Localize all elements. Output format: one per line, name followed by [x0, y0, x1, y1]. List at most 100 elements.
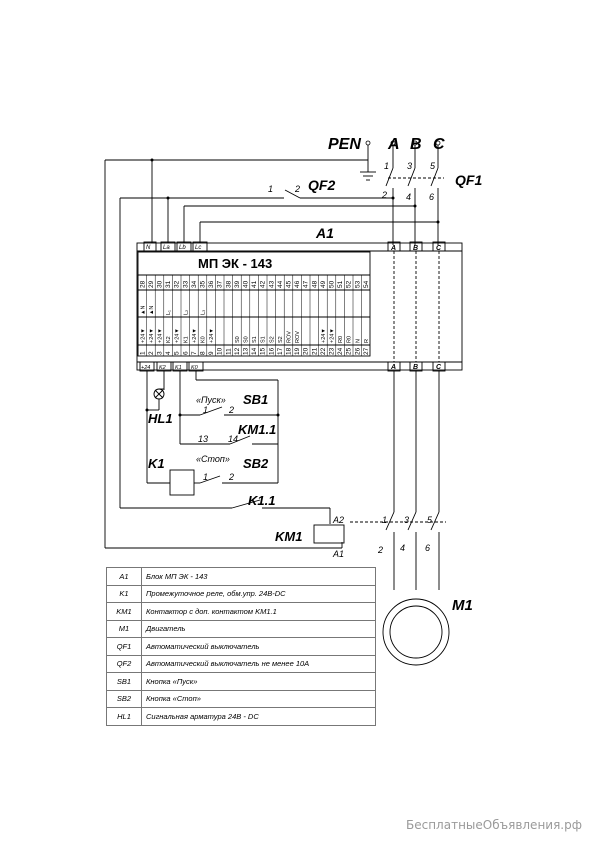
terminal-number-upper: 33: [182, 280, 189, 288]
km1-pin-6: 6: [425, 543, 430, 553]
terminal-number-lower: 14: [251, 347, 258, 355]
km1-pin-1: 1: [382, 515, 387, 525]
terminal-number-upper: 35: [200, 280, 207, 288]
terminal-number-lower: 26: [354, 347, 361, 355]
terminal-number-lower: 23: [329, 347, 336, 355]
legend-code: QF1: [106, 637, 142, 656]
terminal-number-lower: 12: [234, 347, 241, 355]
terminal-mark-upper: ▲N: [149, 306, 155, 315]
terminal-n: N: [146, 245, 151, 251]
sb2-label: SB2: [243, 456, 269, 471]
terminal-mark-lower: N: [355, 339, 361, 343]
qf1-pin-4: 4: [406, 192, 411, 202]
terminal-c-bottom: C: [436, 364, 442, 371]
km1-a2: A2: [332, 515, 344, 525]
terminal-mark-lower: +24▼: [158, 328, 164, 343]
terminal-number-upper: 28: [139, 280, 146, 288]
hl1-label: HL1: [148, 411, 173, 426]
terminal-mark-lower: +24▼: [330, 328, 336, 343]
terminal-mark-upper: L₃: [201, 310, 207, 315]
terminal-number-upper: 53: [354, 280, 361, 288]
qf1-pin-1: 1: [384, 161, 389, 171]
terminal-number-lower: 7: [191, 351, 198, 355]
terminal-mark-lower: ROV: [287, 331, 293, 343]
pen-label: PEN: [328, 136, 361, 153]
terminal-number-lower: 27: [363, 347, 370, 355]
legend-code: HL1: [106, 707, 142, 726]
legend-code: KM1: [106, 602, 142, 621]
legend-code: SB2: [106, 689, 142, 708]
qf1-pin-6: 6: [429, 192, 434, 202]
terminal-number-lower: 1: [139, 351, 146, 355]
terminal-b-bottom: B: [413, 364, 418, 371]
terminal-number-lower: 10: [217, 347, 224, 355]
km11-pin13: 13: [198, 434, 208, 444]
terminal-number-lower: 25: [346, 347, 353, 355]
legend-code: M1: [106, 619, 142, 638]
terminal-mark-lower: +24▼: [175, 328, 181, 343]
terminal-number-lower: 11: [225, 348, 232, 355]
terminal-number-upper: 32: [174, 280, 181, 288]
legend-description: Автоматический выключатель не менее 10А: [141, 654, 376, 673]
sb1-label: SB1: [243, 392, 268, 407]
qf2-label: QF2: [308, 177, 335, 193]
legend-description: Кнопка «Стоп»: [141, 689, 376, 708]
terminal-number-upper: 39: [234, 280, 241, 288]
legend-code: K1: [106, 584, 142, 603]
terminal-mark-lower: R0: [347, 336, 353, 343]
terminal-mark-lower: R: [364, 339, 370, 343]
terminal-number-lower: 6: [182, 351, 189, 355]
terminal-number-lower: 2: [148, 351, 155, 355]
sb1-pin2: 2: [228, 405, 234, 415]
km1-label: KM1: [275, 529, 302, 544]
terminal-number-upper: 42: [260, 280, 267, 288]
qf1-label: QF1: [455, 172, 482, 188]
pusk-caption: «Пуск»: [196, 395, 226, 405]
terminal-mark-lower: S2: [278, 336, 284, 343]
terminal-number-upper: 48: [311, 280, 318, 288]
terminal-number-lower: 9: [208, 351, 215, 355]
watermark: БесплатныеОбъявления.рф: [406, 818, 582, 832]
terminal-number-lower: 4: [165, 351, 172, 355]
terminal-mark-upper: L₁: [166, 310, 172, 315]
terminal-plus24: +24: [141, 365, 150, 371]
km1-pin-3: 3: [404, 515, 409, 525]
legend-description: Блок МП ЭК - 143: [141, 567, 376, 586]
legend-description: Промежуточное реле, обм.упр. 24В-DC: [141, 584, 376, 603]
terminal-number-upper: 40: [243, 280, 250, 288]
terminal-number-lower: 17: [277, 347, 284, 355]
terminal-mark-lower: S1: [252, 336, 258, 343]
terminal-number-upper: 31: [165, 280, 172, 288]
phase-c-label: C: [433, 136, 445, 153]
terminal-mark-lower: S2: [269, 336, 275, 343]
qf2-pin2: 2: [294, 184, 300, 194]
terminal-number-upper: 45: [286, 280, 293, 288]
legend-code: A1: [106, 567, 142, 586]
legend-description: Кнопка «Пуск»: [141, 672, 376, 691]
terminal-number-upper: 44: [277, 280, 284, 288]
terminal-mark-lower: S0: [244, 336, 250, 343]
terminal-number-lower: 16: [268, 347, 275, 355]
terminal-mark-lower: +24▼: [209, 328, 215, 343]
terminal-number-lower: 24: [337, 347, 344, 355]
km11-pin14: 14: [228, 434, 238, 444]
legend-description: Контактор с доп. контактом KM1.1: [141, 602, 376, 621]
terminal-mark-lower: +24▼: [321, 328, 327, 343]
terminal-number-upper: 52: [346, 280, 353, 288]
qf2-pin1: 1: [268, 184, 273, 194]
legend-code: SB1: [106, 672, 142, 691]
terminal-mark-lower: R0: [338, 336, 344, 343]
block-title: МП ЭК - 143: [198, 256, 272, 271]
terminal-lb: Lb: [179, 245, 186, 251]
terminal-number-upper: 51: [337, 280, 344, 288]
terminal-number-lower: 15: [260, 347, 267, 355]
